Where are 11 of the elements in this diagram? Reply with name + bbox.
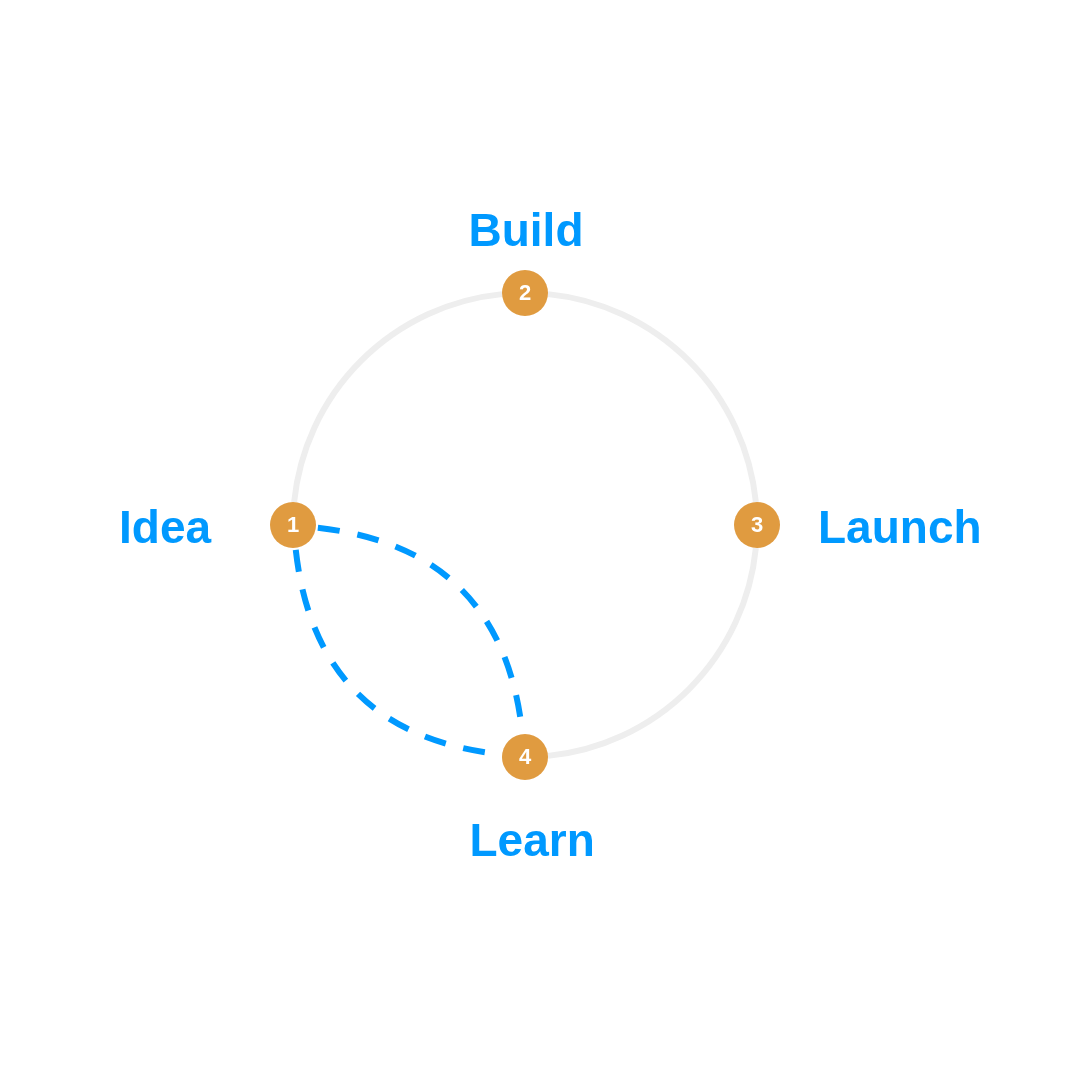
ring-arc xyxy=(547,547,759,759)
ring-arc xyxy=(547,291,759,503)
numbered-circle: 4 xyxy=(502,734,548,780)
step-label: Idea xyxy=(119,504,212,550)
numbered-circle: 2 xyxy=(502,270,548,316)
ring-arc xyxy=(291,291,503,503)
step-label: Learn xyxy=(469,817,595,863)
numbered-circle: 1 xyxy=(270,502,316,548)
step-label: Launch xyxy=(818,504,982,550)
step-label: Build xyxy=(468,207,584,253)
numbered-circle: 3 xyxy=(734,502,780,548)
